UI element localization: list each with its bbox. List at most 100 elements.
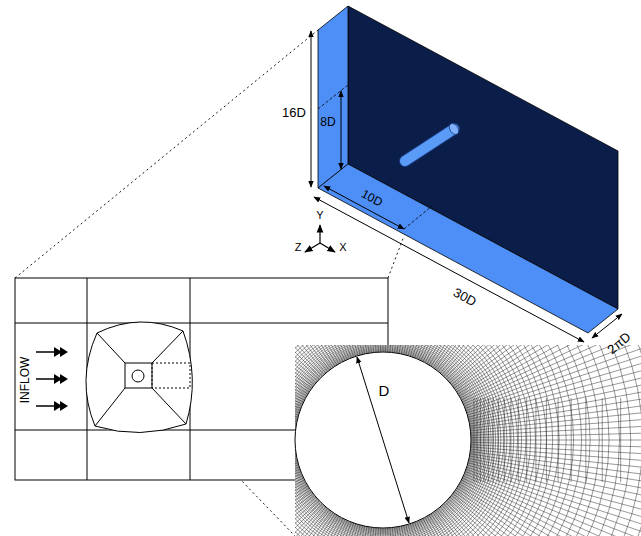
mesh-ring bbox=[295, 347, 476, 532]
axis-label: X bbox=[339, 242, 346, 253]
mesh-line bbox=[444, 504, 641, 536]
mesh-ring bbox=[295, 345, 641, 536]
mesh-ring bbox=[295, 345, 609, 536]
mesh-ring bbox=[295, 345, 631, 536]
inflow-arrows bbox=[36, 347, 68, 411]
mesh-ring bbox=[295, 345, 496, 536]
mesh-ring bbox=[295, 345, 641, 536]
mesh-line bbox=[471, 413, 641, 436]
mesh-ring bbox=[295, 345, 536, 536]
mesh-line bbox=[457, 488, 641, 536]
cylinder bbox=[405, 122, 461, 161]
mesh-line bbox=[427, 516, 641, 536]
mesh-ring bbox=[295, 345, 559, 536]
mesh-ring bbox=[295, 345, 641, 536]
mesh-ring bbox=[295, 345, 526, 536]
mesh-ring bbox=[295, 345, 504, 536]
mesh-line bbox=[423, 518, 619, 536]
mesh-ring bbox=[295, 345, 478, 535]
mesh-ring bbox=[295, 345, 641, 536]
mesh-ring bbox=[295, 345, 487, 536]
mesh-ring bbox=[295, 345, 482, 536]
mesh-ring bbox=[295, 345, 590, 536]
wake-line bbox=[493, 398, 494, 482]
mesh-line bbox=[447, 501, 641, 536]
axis-triad bbox=[305, 225, 335, 252]
mesh-ring bbox=[295, 346, 477, 533]
mesh-line bbox=[471, 386, 641, 431]
mesh-line bbox=[471, 449, 641, 494]
mesh-line bbox=[463, 345, 641, 404]
mesh-ring bbox=[295, 345, 641, 536]
mesh-line bbox=[461, 345, 641, 400]
axis-label: Z bbox=[295, 242, 302, 253]
wake-line bbox=[518, 398, 519, 482]
mesh-ring bbox=[295, 345, 514, 536]
mesh-ring bbox=[295, 345, 518, 536]
mesh-line bbox=[438, 508, 641, 536]
mesh-line bbox=[468, 345, 641, 417]
mesh-ring bbox=[295, 345, 641, 536]
mesh-ring bbox=[295, 345, 547, 536]
mesh-line bbox=[460, 482, 641, 536]
mesh-ring bbox=[295, 345, 484, 536]
mesh-ring bbox=[295, 345, 501, 536]
mesh-line bbox=[463, 476, 641, 536]
mesh-ring bbox=[295, 345, 641, 536]
mesh-line bbox=[408, 524, 531, 536]
mesh-line bbox=[471, 426, 641, 437]
wake-line bbox=[477, 398, 478, 482]
mesh-line bbox=[470, 372, 641, 428]
mesh-line bbox=[470, 345, 641, 424]
mesh-line bbox=[435, 345, 641, 369]
mesh-ring bbox=[295, 345, 641, 536]
wake-line bbox=[504, 398, 505, 482]
wake-line bbox=[526, 398, 527, 482]
wake-line bbox=[546, 398, 547, 482]
mesh-ring bbox=[295, 345, 541, 536]
mesh-ring bbox=[295, 345, 582, 536]
wake-line bbox=[620, 398, 621, 482]
mesh-ring bbox=[295, 345, 479, 536]
mesh-ring bbox=[295, 345, 574, 536]
mesh-ring bbox=[295, 345, 531, 536]
mesh-line bbox=[437, 510, 641, 536]
mesh-ring bbox=[295, 345, 498, 536]
mesh-ring bbox=[295, 345, 485, 536]
mesh-line bbox=[466, 469, 641, 536]
mesh-line bbox=[295, 449, 296, 494]
mesh-ring bbox=[295, 345, 641, 536]
mesh-line bbox=[431, 514, 641, 536]
wake-line bbox=[571, 398, 572, 482]
dimension-label: 8D bbox=[320, 116, 335, 128]
wake-line bbox=[535, 398, 536, 482]
axis-label: Y bbox=[316, 210, 323, 221]
wake-line bbox=[484, 398, 485, 482]
mesh-ring bbox=[295, 345, 641, 536]
wake-line bbox=[510, 398, 511, 482]
mesh-line bbox=[453, 494, 641, 536]
mesh-ring bbox=[295, 345, 481, 536]
mesh-ring bbox=[295, 349, 474, 530]
mesh-line bbox=[295, 492, 312, 536]
mesh-line bbox=[431, 345, 641, 366]
mesh-ring bbox=[295, 345, 522, 536]
mesh-line bbox=[404, 345, 505, 354]
mesh-ring bbox=[295, 345, 491, 536]
mesh-ring bbox=[295, 348, 475, 531]
mesh-line bbox=[433, 513, 641, 536]
inflow-label: INFLOW bbox=[19, 357, 31, 404]
mesh-line bbox=[469, 461, 641, 536]
mesh-line bbox=[447, 345, 641, 379]
wake-line bbox=[488, 398, 489, 482]
mesh-line bbox=[462, 345, 641, 402]
mesh-line bbox=[471, 440, 641, 441]
mesh-ring bbox=[295, 345, 510, 536]
mesh-line bbox=[470, 451, 641, 507]
mesh-line bbox=[427, 345, 641, 364]
wake-line bbox=[480, 398, 481, 482]
mesh-ring bbox=[295, 345, 641, 536]
mesh-ring bbox=[295, 345, 493, 536]
